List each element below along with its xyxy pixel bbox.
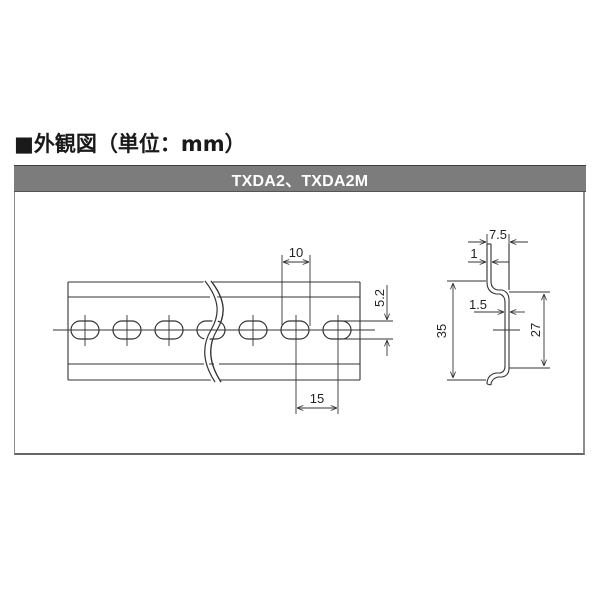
dim-label-slot-width: 5.2 [372,289,387,307]
dim-slot-length [281,255,311,326]
dim-label-overall-height: 35 [434,324,449,338]
model-label: TXDA2、TXDA2M [231,172,369,190]
dim-slot-pitch [295,315,339,414]
dim-slot-width [338,285,393,356]
dim-label-slot-length: 10 [289,245,303,260]
slots [70,320,352,340]
rail-side-profile [486,243,510,386]
model-header-band: TXDA2、TXDA2M [14,165,586,192]
dim-label-slot-pitch: 15 [310,391,324,406]
dim-label-top-thickness: 1 [470,246,477,261]
dim-label-inner-height: 27 [528,323,543,337]
page-title: ■外観図（単位：mm） [14,132,246,156]
dim-label-web-thickness: 1.5 [469,297,487,312]
dim-label-flange-width: 7.5 [489,227,507,242]
dim-side [447,234,550,381]
